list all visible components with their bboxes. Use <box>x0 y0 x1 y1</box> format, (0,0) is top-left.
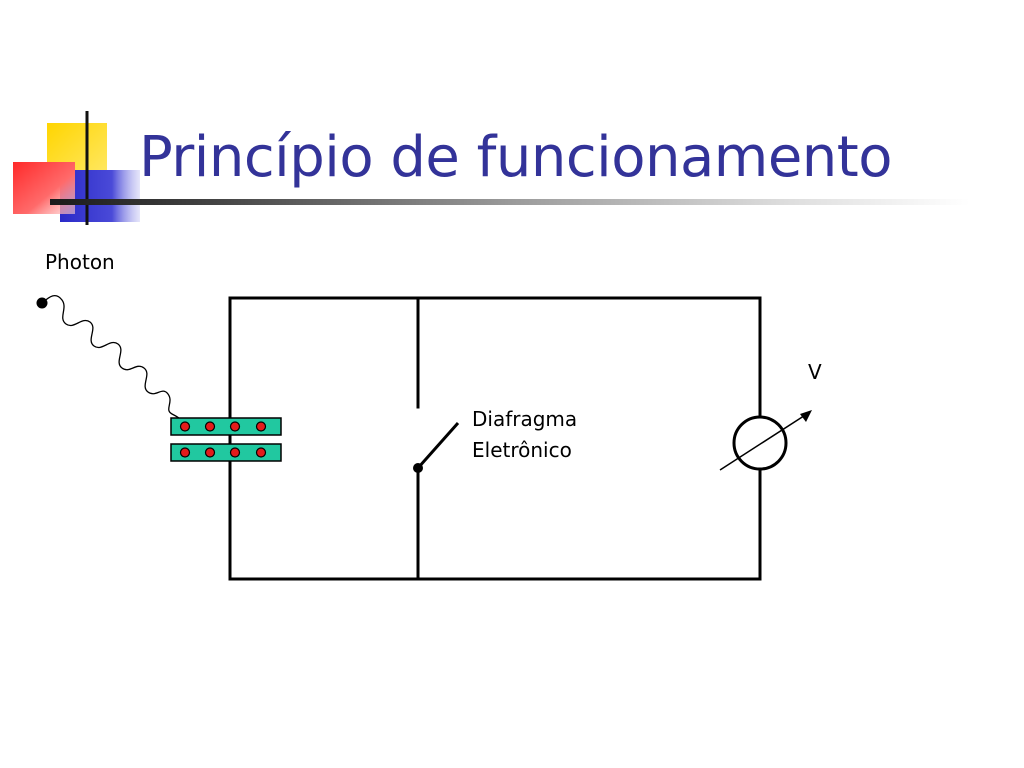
voltmeter-label: V <box>808 360 822 384</box>
photon-wave-icon <box>36 294 183 422</box>
photocathode-plates <box>170 417 282 462</box>
diaphragm-label-line1: Diafragma <box>472 407 578 431</box>
title-divider <box>50 199 970 205</box>
colored-squares-logo-icon <box>13 111 140 225</box>
diaphragm-label-line2: Eletrônico <box>472 438 572 462</box>
circuit-wires <box>228 296 762 581</box>
electron-dot-icon <box>179 421 267 458</box>
switch-icon <box>413 422 460 473</box>
page-title: Princípio de funcionamento <box>139 125 893 190</box>
photon-label: Photon <box>45 250 115 274</box>
voltmeter-icon <box>719 410 812 471</box>
